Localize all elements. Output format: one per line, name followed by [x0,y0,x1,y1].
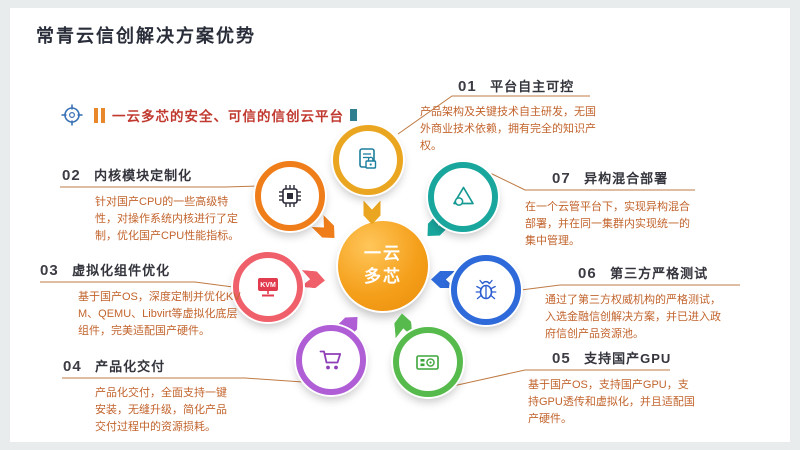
item-title: 异构混合部署 [584,171,669,186]
item-07-desc: 在一个云管平台下，实现异构混合部署，并在同一集群内实现统一的集中管理。 [525,201,690,248]
center-label-line1: 一云 [364,244,402,264]
item-03-desc: 基于国产OS，深度定制并优化KVM、QEMU、Libvirt等虚拟化底层组件，完… [78,291,241,338]
hybrid-deploy-icon [448,182,478,212]
tagline-bar-icon [94,107,98,123]
center-node: 一云 多芯 [338,221,428,311]
item-06-header: 06 第三方严格测试 [578,263,708,283]
node-06-circle [451,255,521,325]
page-title: 常青云信创解决方案优势 [36,26,256,46]
item-01-header: 01 平台自主可控 [458,76,574,96]
node-01-circle [333,125,403,195]
item-title: 第三方严格测试 [610,266,709,281]
item-number: 02 [62,167,81,184]
item-05-desc: 基于国产OS，支持国产GPU，支持GPU透传和虚拟化，并且适配国产硬件。 [528,379,695,426]
node-05-circle [393,327,463,397]
item-04-header: 04 产品化交付 [63,356,165,376]
item-02-desc: 针对国产CPU的一些高级特性，对操作系统内核进行了定制，优化国产CPU性能指标。 [95,196,240,243]
item-07-header: 07 异构混合部署 [552,168,668,188]
item-title: 内核模块定制化 [94,168,193,183]
center-label-line2: 多芯 [364,267,402,286]
item-number: 03 [40,262,59,279]
item-02-header: 02 内核模块定制化 [62,165,192,185]
item-05-header: 05 支持国产GPU [552,348,671,368]
crosshair-icon [60,103,84,127]
document-lock-icon [353,145,383,175]
node-04-circle [296,325,366,395]
gpu-card-icon [413,347,443,377]
shopping-cart-icon [316,345,346,375]
item-title: 支持国产GPU [584,351,672,366]
tagline-bar-icon [101,107,105,123]
item-06-desc: 通过了第三方权威机构的严格测试，入选金融信创解决方案，并已进入政府信创产品资源池… [545,294,721,341]
item-title: 产品化交付 [95,359,166,374]
svg-text:KVM: KVM [260,282,276,289]
tagline-text: 一云多芯的安全、可信的信创云平台 [112,109,344,124]
tagline: 一云多芯的安全、可信的信创云平台 [60,103,357,127]
node-03-circle: KVM [233,252,303,322]
tagline-end-marker [350,109,357,121]
kvm-icon: KVM [253,272,283,302]
item-number: 06 [578,265,597,282]
item-number: 05 [552,350,571,367]
bug-icon [471,275,501,305]
node-07-circle [428,162,498,232]
item-number: 01 [458,78,477,95]
item-03-header: 03 虚拟化组件优化 [40,260,170,280]
item-04-desc: 产品化交付，全面支持一键安装，无缝升级，简化产品交付过程中的资源损耗。 [95,387,227,434]
item-title: 平台自主可控 [490,79,575,94]
item-number: 04 [63,358,82,375]
item-01-desc: 产品架构及关键技术自主研发，无国外商业技术依赖，拥有完全的知识产权。 [420,106,596,153]
node-02-circle [255,161,325,231]
cpu-chip-icon [275,181,305,211]
item-title: 虚拟化组件优化 [72,263,171,278]
item-number: 07 [552,170,571,187]
